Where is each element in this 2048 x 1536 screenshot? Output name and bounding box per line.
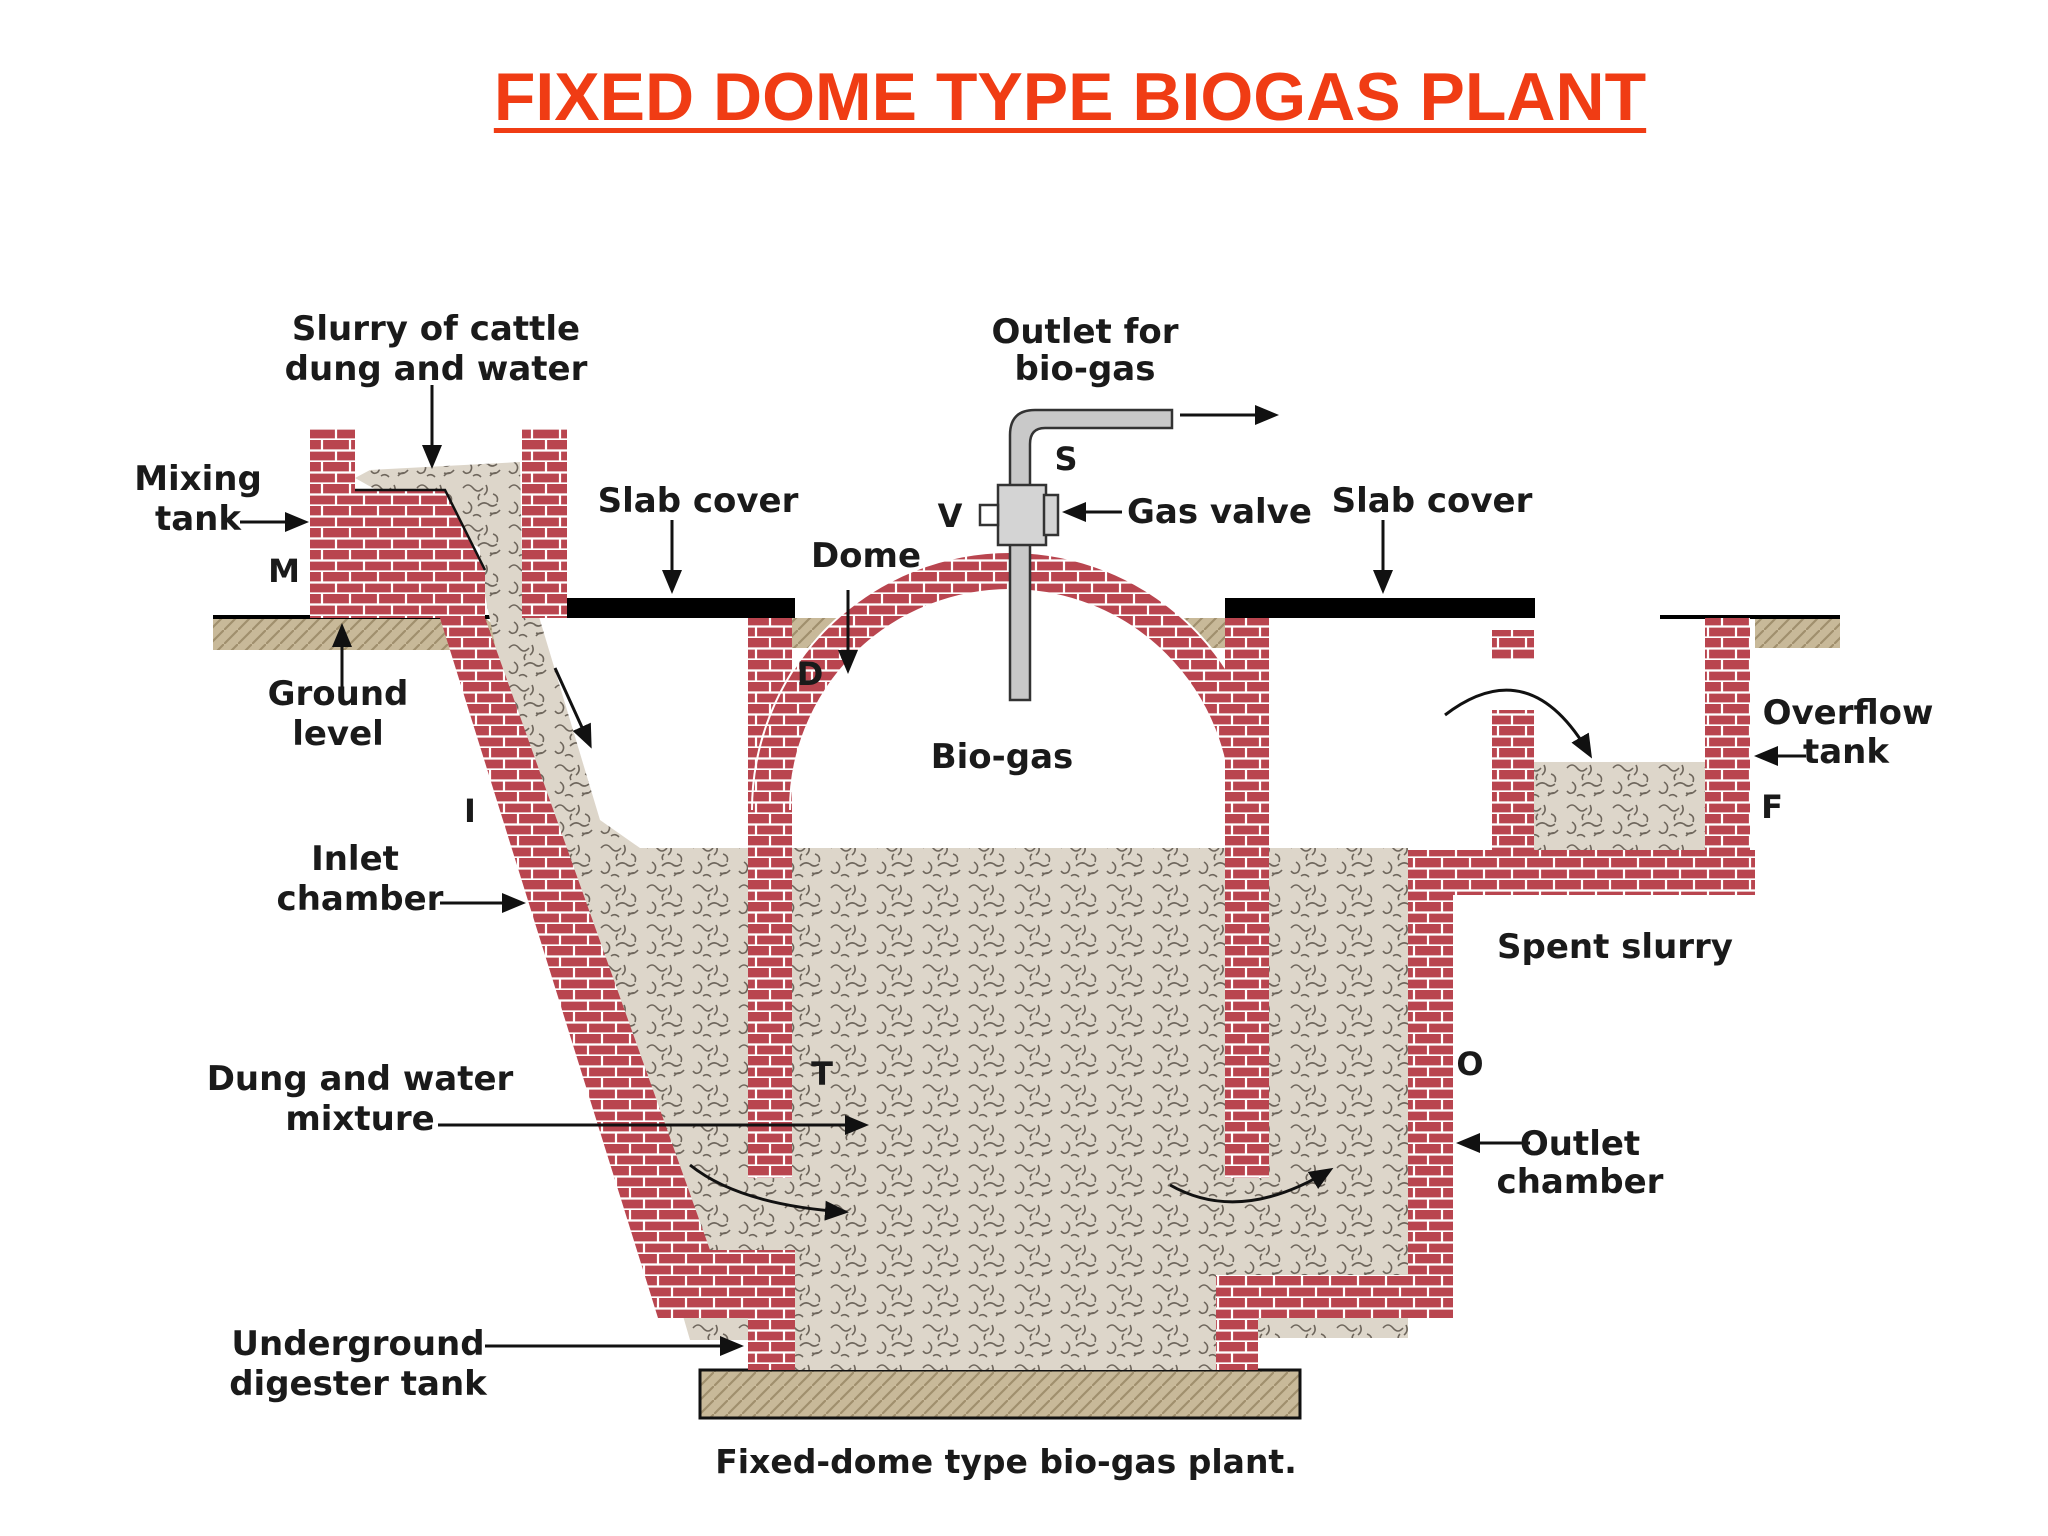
leader-arrows (240, 385, 1806, 1356)
flow-arrows (553, 667, 1592, 1221)
label-mixing-1: Mixing (134, 459, 262, 499)
label-outlet-gas-1: Outlet for (991, 312, 1178, 352)
letter-o: O (1456, 1045, 1483, 1083)
label-biogas: Bio-gas (931, 737, 1074, 777)
label-slurry-1: Slurry of cattle (292, 309, 580, 349)
page-title: FIXED DOME TYPE BIOGAS PLANT (493, 59, 1647, 135)
gas-space (790, 555, 1230, 848)
letter-d: D (797, 655, 824, 693)
label-overflow-1: Overflow (1763, 693, 1934, 733)
outlet-top-block (1492, 630, 1534, 660)
foundation-slab (698, 1368, 1302, 1420)
slab-covers (567, 598, 1535, 618)
label-underground-2: digester tank (229, 1364, 488, 1404)
label-outlet-chamber-2: chamber (1497, 1162, 1664, 1202)
label-slurry-2: dung and water (285, 349, 588, 389)
label-slab-cover-right: Slab cover (1332, 481, 1533, 521)
slab-cover-right-bar (1225, 598, 1535, 618)
label-underground-1: Underground (231, 1324, 484, 1364)
mixing-tank-block (355, 490, 485, 618)
inlet-chamber-wall (440, 618, 795, 1370)
overflow-tank-wall (1705, 618, 1750, 895)
slurry-fill (355, 462, 1705, 1370)
figure-caption: Fixed-dome type bio-gas plant. (715, 1442, 1297, 1481)
brick-walls (310, 428, 1755, 1370)
label-outlet-chamber-1: Outlet (1520, 1124, 1640, 1164)
valve-v-tap (978, 503, 1000, 527)
dome-arch (752, 552, 1268, 848)
label-gas-valve: Gas valve (1127, 492, 1312, 532)
label-dome: Dome (811, 536, 921, 576)
label-ground-1: Ground (268, 674, 409, 714)
letter-f: F (1761, 788, 1783, 826)
digester-right-wall (1225, 618, 1269, 1178)
label-slab-cover-left: Slab cover (598, 481, 799, 521)
letter-i: I (464, 792, 476, 830)
letter-v: V (938, 497, 963, 535)
mixing-tank-left-wall (310, 428, 355, 618)
label-mixing-2: tank (155, 499, 242, 539)
valve-body (996, 483, 1048, 547)
letter-m: M (268, 552, 300, 590)
label-ground-2: level (292, 714, 384, 754)
digester-right-step (1216, 1275, 1408, 1370)
letter-t: T (811, 1055, 833, 1093)
label-inlet-2: chamber (277, 879, 444, 919)
label-outlet-gas-2: bio-gas (1015, 349, 1156, 389)
mixing-tank-right-wall (522, 428, 567, 618)
outlet-chamber-wall (1408, 850, 1755, 1318)
label-inlet-1: Inlet (311, 839, 399, 879)
gas-outlet-pipe (978, 408, 1174, 702)
label-spent-slurry: Spent slurry (1497, 927, 1733, 967)
gas-valve-handle-icon (1042, 493, 1060, 537)
labels: Slurry of cattle dung and water Mixing t… (134, 309, 1933, 1481)
label-dung-2: mixture (285, 1099, 434, 1139)
label-dung-1: Dung and water (207, 1059, 514, 1099)
letter-s: S (1054, 440, 1077, 478)
outlet-divider-wall (1492, 710, 1534, 850)
slab-cover-left-bar (567, 598, 795, 618)
label-overflow-2: tank (1803, 732, 1890, 772)
